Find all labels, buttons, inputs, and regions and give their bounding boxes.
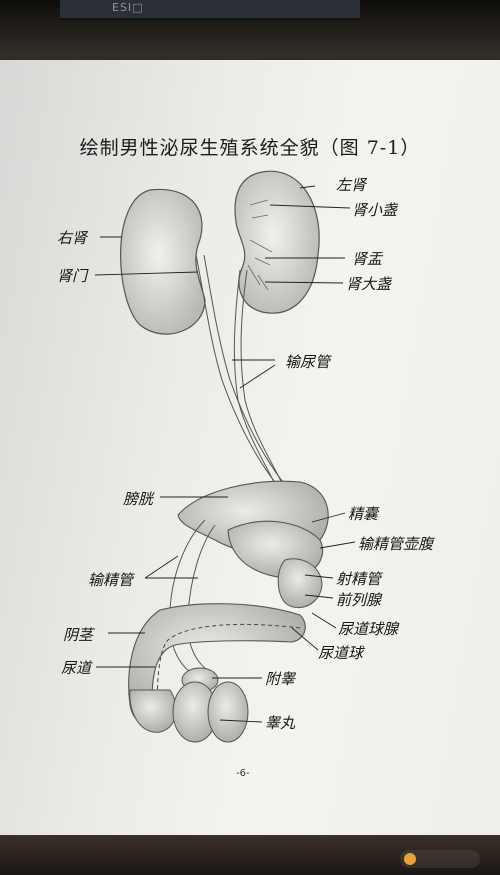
label-bulbourethral-gland: 尿道球腺 [338,620,399,638]
watermark-logo-icon [404,853,416,865]
page-number: -6- [236,768,250,779]
right-ureter [195,254,291,501]
label-urethral-bulb: 尿道球 [318,644,364,662]
label-prostate: 前列腺 [336,591,382,609]
vas-deferens-2 [187,524,216,673]
left-ureter [233,269,286,506]
label-renal-hilum: 肾门 [57,267,88,285]
penis-shape [128,603,306,722]
desk-background-bottom [0,835,500,875]
vas-deferens-1 [169,519,206,673]
label-right-kidney: 右肾 [57,229,88,247]
testis-right-shape [207,681,249,743]
monitor-text: ESI□ [112,1,144,14]
label-bladder: 膀胱 [123,490,154,508]
label-seminal-vesicle: 精囊 [348,505,379,523]
calyces-lines [247,199,273,291]
leader-lines [94,185,356,723]
watermark-badge [400,850,480,868]
label-left-kidney: 左肾 [336,176,367,194]
label-major-calyx: 肾大盏 [346,275,392,293]
label-renal-pelvis: 肾盂 [352,250,383,268]
monitor-edge: ESI□ [60,0,360,20]
label-testis: 睾丸 [265,714,296,732]
left-kidney-shape [234,170,320,314]
label-penis: 阴茎 [63,626,94,644]
right-ureter-2 [203,254,299,501]
left-ureter-2 [240,269,293,506]
page-title: 绘制男性泌尿生殖系统全貌（图 7-1） [79,137,421,159]
label-urethra: 尿道 [61,659,92,677]
glans-shape [129,689,177,733]
urethra-line [156,623,301,721]
label-ureter: 输尿管 [285,353,331,371]
label-minor-calyx: 肾小盏 [352,201,398,219]
label-epididymis: 附睾 [265,670,296,688]
desk-background-top: ESI□ [0,0,500,60]
label-ejaculatory-duct: 射精管 [336,570,382,588]
label-vas-deferens: 输精管 [88,571,134,589]
right-kidney-shape [120,188,206,335]
label-ampulla: 输精管壶腹 [358,535,434,553]
